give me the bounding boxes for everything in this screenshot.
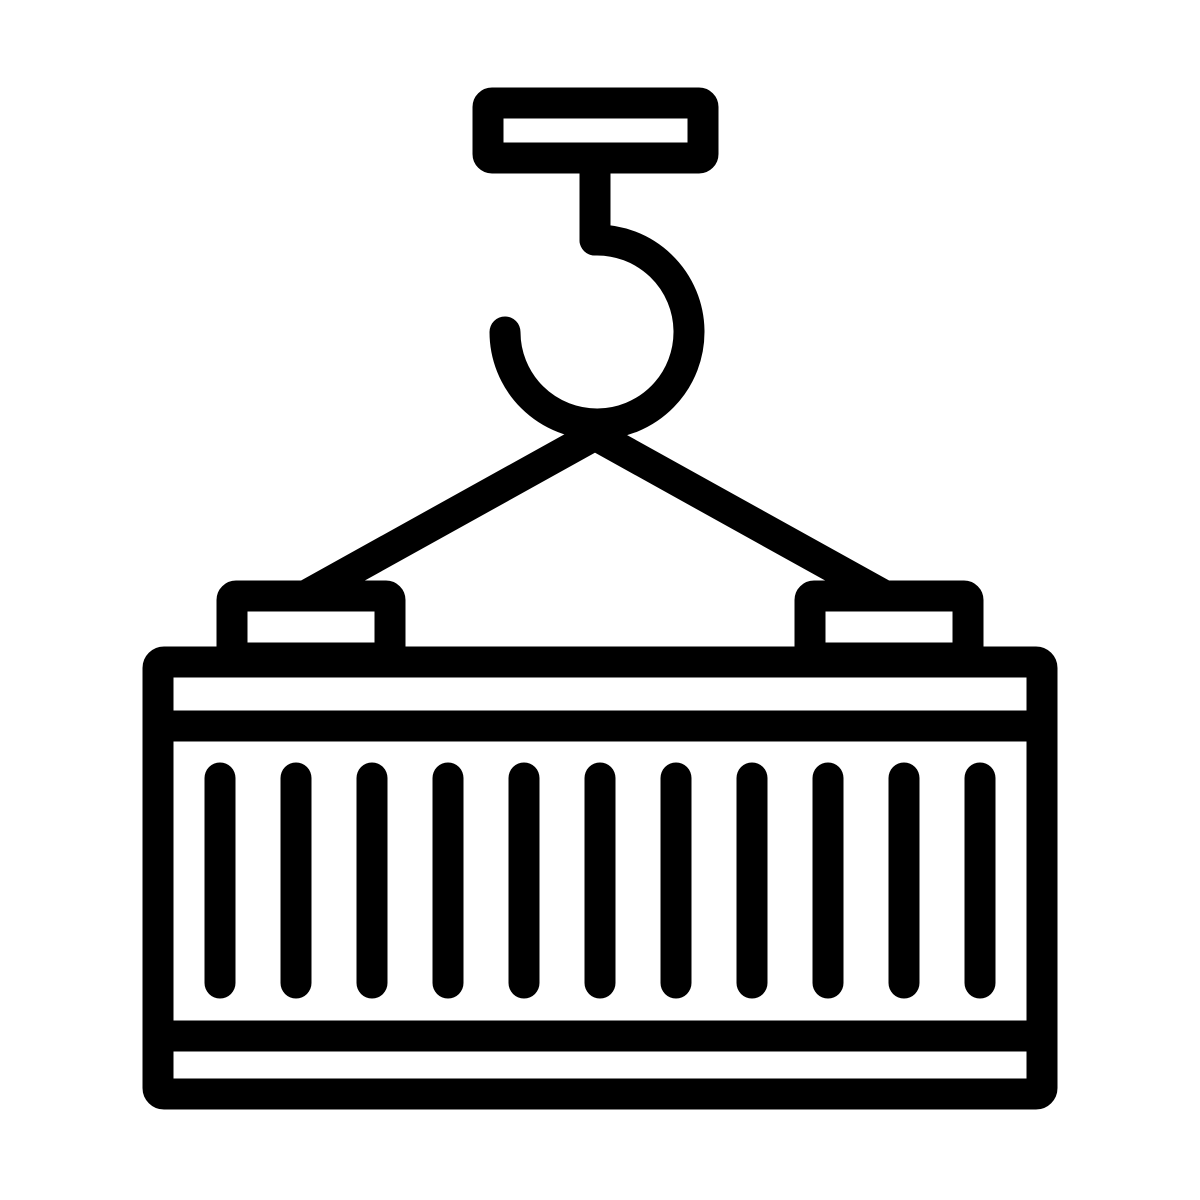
- cable-left: [289, 419, 611, 612]
- cable-right: [579, 419, 901, 612]
- container-body: [142, 646, 1058, 1110]
- hook-icon: [489, 224, 705, 440]
